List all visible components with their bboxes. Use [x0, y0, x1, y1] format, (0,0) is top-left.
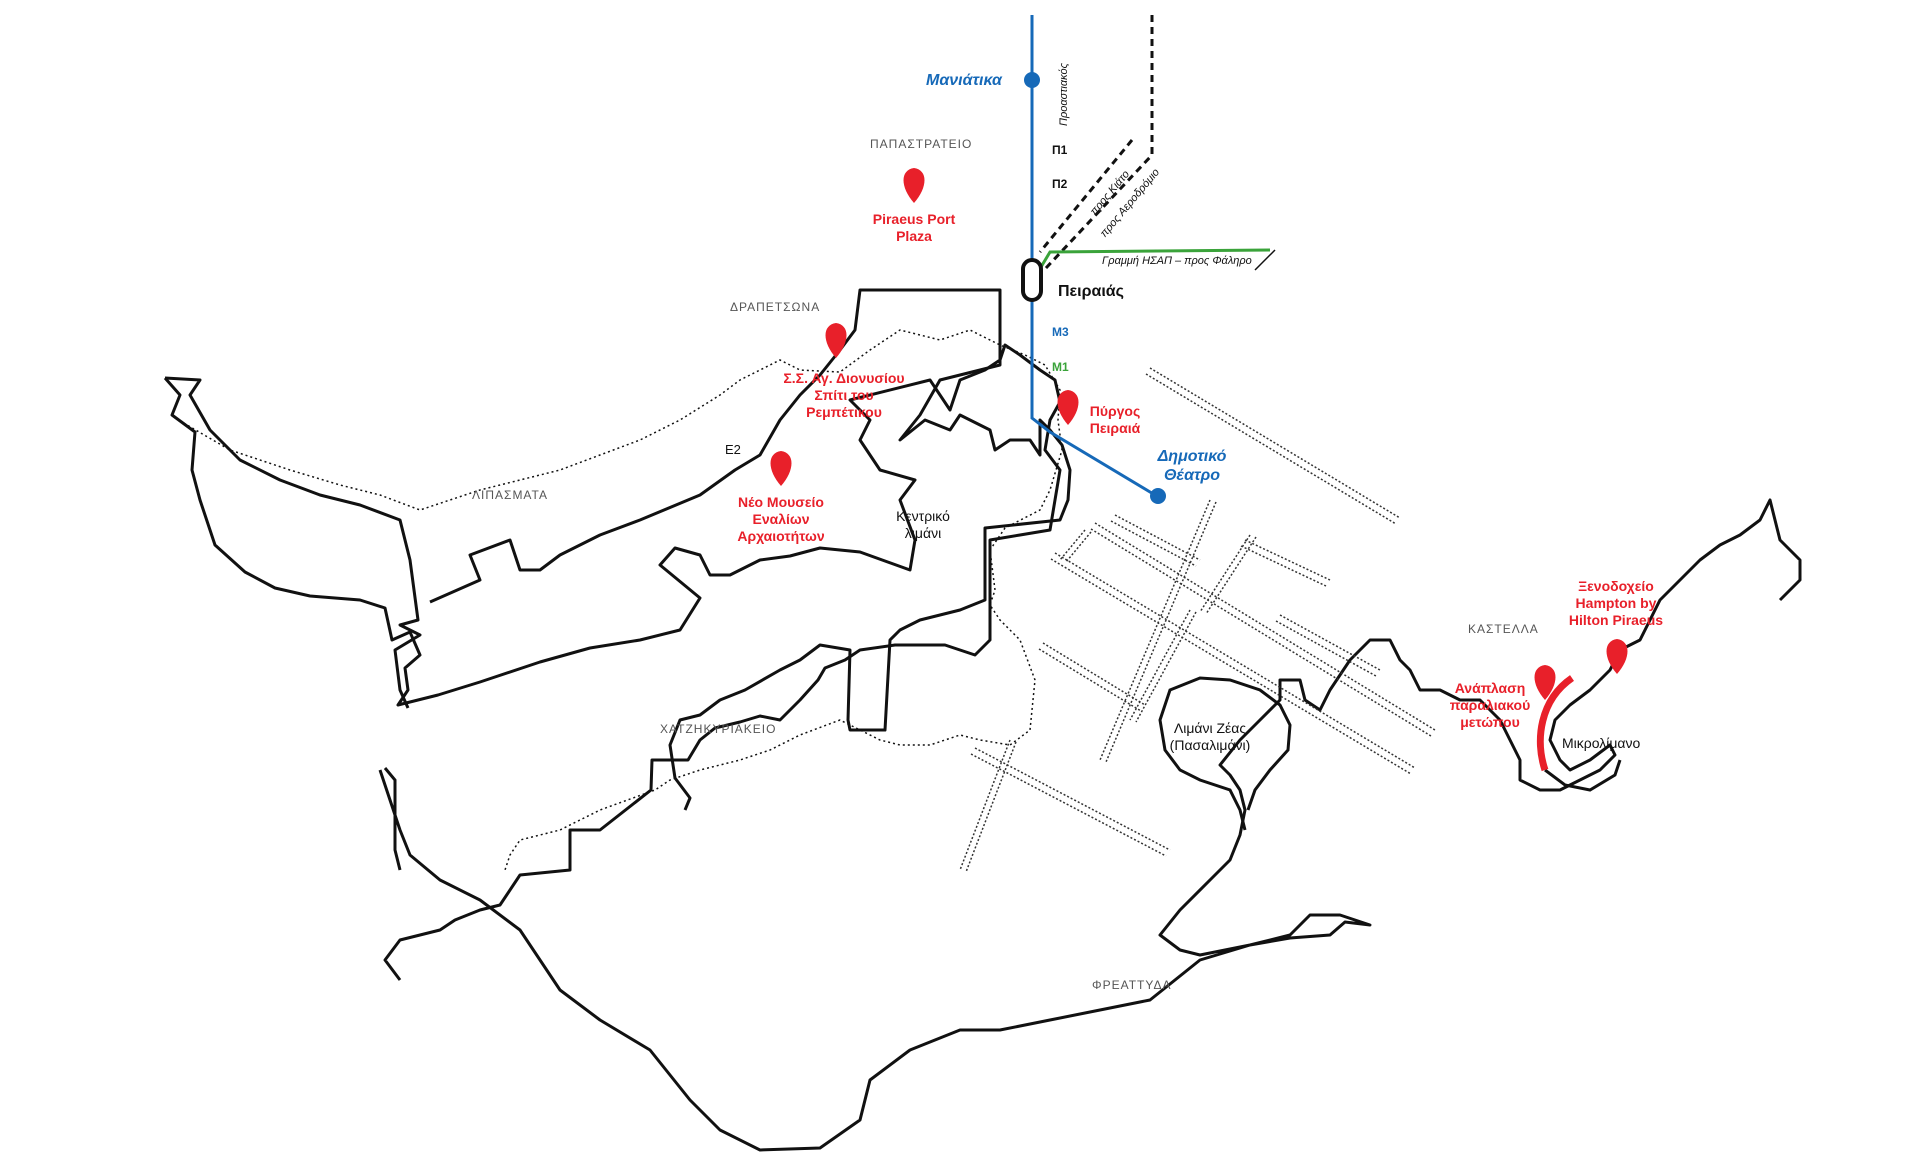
poi-agdionysiou-line1: Σ.Σ. Αγ. Διονυσίου: [783, 370, 905, 386]
port-outline: [164, 288, 1072, 811]
place-mikrolimano: Μικρολίμανο: [1562, 735, 1641, 751]
poi-anaplasi[interactable]: Ανάπλαση παραλιακού μετώπου: [1440, 680, 1540, 730]
place-kentriko-line1: Κεντρικό: [896, 508, 950, 524]
pin-anaplasi-icon: [1534, 665, 1556, 700]
poi-mouseio-line2: Εναλίων: [752, 510, 810, 527]
poi-agdionysiou-line3: Ρεμπέτικου: [806, 403, 882, 420]
poi-anaplasi-line3: μετώπου: [1460, 713, 1520, 730]
poi-anaplasi-line1: Ανάπλαση: [1454, 680, 1526, 696]
poi-port-plaza-line1: Piraeus Port: [872, 211, 956, 227]
place-zeas-line2: (Πασαλιμάνι): [1169, 736, 1251, 753]
poi-pyrgos-line1: Πύργος: [1089, 403, 1141, 419]
poi-pyrgos[interactable]: Πύργος Πειραιά: [1075, 403, 1155, 437]
place-zeas-line1: Λιμάνι Ζέας: [1173, 720, 1247, 736]
pier-west: [383, 767, 402, 871]
poi-mouseio-line1: Νέο Μουσείο: [738, 494, 824, 510]
district-papastrateio: ΠΑΠΑΣΤΡΑΤΕΙΟ: [870, 137, 973, 151]
isap-end: [1254, 249, 1276, 271]
poi-port-plaza[interactable]: Piraeus Port Plaza: [858, 211, 970, 245]
mikrolimano-harbour: [1544, 759, 1622, 792]
poi-anaplasi-line2: παραλιακού: [1449, 696, 1531, 713]
station-maniatika-label: Μανιάτικα: [926, 72, 1002, 89]
pin-port-plaza-icon: [903, 168, 925, 203]
place-zeas: Λιμάνι Ζέας (Πασαλιμάνι): [1160, 720, 1260, 754]
poi-mouseio-line3: Αρχαιοτήτων: [737, 527, 825, 544]
pin-agdionysiou-icon: [825, 323, 847, 358]
suburban-railway: [1044, 15, 1154, 270]
coastline-south: [378, 498, 1802, 1152]
line-m1-label: Μ1: [1052, 360, 1069, 374]
line-p2-label: Π2: [1052, 177, 1068, 191]
poi-agdionysiou[interactable]: Σ.Σ. Αγ. Διονυσίου Σπίτι του Ρεμπέτικου: [774, 370, 914, 420]
station-dimotiko-line1: Δημοτικό: [1157, 448, 1227, 465]
coastal-redevelopment-arc: [1536, 675, 1575, 772]
poi-pyrgos-line2: Πειραιά: [1089, 419, 1141, 436]
poi-hampton[interactable]: Ξενοδοχείο Hampton by Hilton Piraeus: [1556, 578, 1676, 628]
place-kentriko-line2: λιμάνι: [904, 524, 942, 541]
pin-pyrgos-icon: [1057, 390, 1079, 425]
proastiakos-label: Προαστιακός: [1058, 63, 1070, 126]
station-dimotiko-dot: [1150, 488, 1166, 504]
poi-hampton-line3: Hilton Piraeus: [1568, 611, 1664, 628]
metro-m3-line: [1030, 15, 1156, 497]
dotted-shoreline: [174, 329, 1063, 871]
poi-agdionysiou-line2: Σπίτι του: [814, 386, 874, 403]
suburban-railway-2: [1038, 139, 1134, 253]
poi-port-plaza-line2: Plaza: [896, 227, 932, 244]
poi-hampton-line1: Ξενοδοχείο: [1578, 578, 1654, 594]
line-p1-label: Π1: [1052, 143, 1068, 157]
zea-harbour: [1158, 676, 1292, 831]
pin-mouseio-icon: [770, 451, 792, 486]
poi-pins: [770, 168, 1628, 700]
pin-hampton-icon: [1606, 639, 1628, 674]
poi-hampton-line2: Hampton by: [1575, 594, 1657, 611]
district-drapetsona: ΔΡΑΠΕΤΣΩΝΑ: [730, 300, 821, 314]
district-lipasmata: ΛΙΠΑΣΜΑΤΑ: [472, 488, 548, 502]
station-peiraias-marker: [1021, 258, 1043, 302]
district-freattyda: ΦΡΕΑΤΤΥΔΑ: [1092, 978, 1172, 992]
station-maniatika-dot: [1024, 72, 1040, 88]
district-kastella: ΚΑΣΤΕΛΛΑ: [1468, 622, 1539, 636]
isap-label: Γραμμή ΗΣΑΠ – προς Φάληρο: [1102, 255, 1252, 267]
station-peiraias-label: Πειραιάς: [1058, 283, 1124, 300]
coastline: [163, 343, 1062, 981]
station-dimotiko-line2: Θέατρο: [1163, 467, 1221, 485]
district-chatzikyriakeio: ΧΑΤΖΗΚΥΡΙΑΚΕΙΟ: [660, 722, 777, 736]
station-dimotiko-label: Δημοτικό Θέατρο: [1150, 447, 1234, 485]
place-kentriko-limani: Κεντρικό λιμάνι: [878, 508, 968, 542]
street-grid: [959, 367, 1436, 873]
line-m3-label: Μ3: [1052, 325, 1069, 339]
road-e2-label: Ε2: [725, 442, 741, 457]
poi-mouseio[interactable]: Νέο Μουσείο Εναλίων Αρχαιοτήτων: [725, 494, 837, 544]
